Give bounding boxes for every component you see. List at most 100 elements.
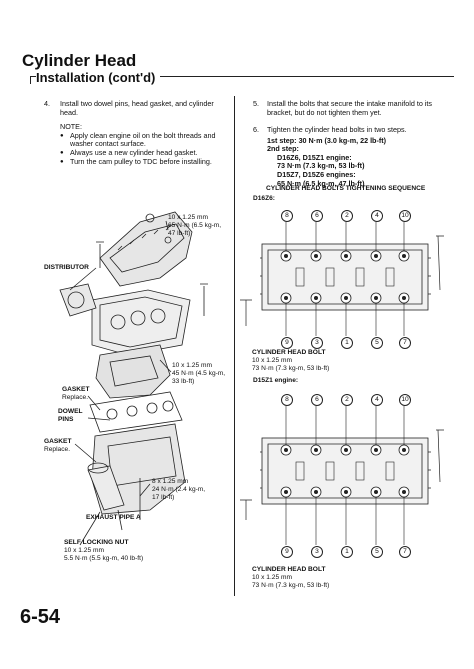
bolt-spec-line: 10 x 1.25 mm (252, 356, 292, 364)
head-bolt-center (314, 490, 318, 494)
exhaust-pipe-label: EXHAUST PIPE A (86, 514, 141, 521)
gasket-name: GASKET (62, 386, 90, 393)
head-bolt-center (402, 254, 406, 258)
head-bolt-center (284, 490, 288, 494)
sequence-number: 10 (399, 210, 411, 222)
head-bolt-center (402, 296, 406, 300)
dowel-pins-label: DOWEL PINS (58, 408, 83, 424)
first-step: 1st step: 30 N·m (3.0 kg-m, 22 lb-ft) (267, 135, 443, 146)
spec-line: 45 N·m (4.5 kg-m, (172, 369, 226, 377)
notes-list: Apply clean engine oil on the bolt threa… (60, 131, 228, 167)
dowel-line: DOWEL (58, 408, 83, 415)
bolt-spec-exhaust: 8 x 1.25 mm 24 N·m (2.4 kg-m, 17 lb-ft) (152, 478, 205, 501)
cam-journal (385, 461, 395, 481)
step-5-text: Install the bolts that secure the intake… (267, 99, 433, 117)
cam-journal (385, 267, 395, 287)
head-bolt-center (402, 448, 406, 452)
engines-b-value: 65 N·m (6.5 kg-m, 47 lb-ft) (277, 178, 365, 188)
sequence-number: 7 (399, 546, 411, 558)
engines-a-label: D16Z6, D15Z1 engine: (277, 152, 352, 162)
spec-line: 10 x 1.25 mm (168, 214, 208, 221)
subtitle-text: Installation (cont'd) (36, 70, 156, 85)
head-bolt-center (344, 490, 348, 494)
page-title: Cylinder Head (22, 51, 137, 70)
sequence-number: 10 (399, 394, 411, 406)
head-bolt-center (284, 296, 288, 300)
gasket-label-1: GASKET Replace. (62, 386, 89, 402)
sequence-number: 7 (399, 337, 411, 349)
first-step-value: 30 N·m (3.0 kg-m, 22 lb-ft) (298, 135, 387, 145)
bolt-spec-valve-cover: 10 x 1.25 mm 65 N·m (6.5 kg-m, 47 lb-ft) (168, 214, 221, 237)
sequence-number: 2 (341, 394, 353, 406)
head-bolt-center (314, 448, 318, 452)
column-divider (234, 96, 235, 596)
head-bolt-center (402, 490, 406, 494)
note-item: Turn the cam pulley to TDC before instal… (60, 157, 228, 167)
spec-line: 10 x 1.25 mm (172, 362, 212, 369)
note-item: Apply clean engine oil on the bolt threa… (60, 131, 228, 149)
step-4-number: 4. (44, 99, 50, 108)
bolt-spec-line: CYLINDER HEAD BOLT (252, 349, 326, 356)
cam-journal (325, 461, 335, 481)
head-bolt-center (344, 296, 348, 300)
engines-a-value: 73 N·m (7.3 kg-m, 53 lb-ft) (277, 161, 365, 171)
second-step-label: 2nd step: (267, 144, 299, 154)
header-rule-right (160, 76, 454, 78)
sequence-number: 8 (281, 394, 293, 406)
spec-line: 17 lb-ft) (152, 493, 175, 501)
bolt-spec-line: CYLINDER HEAD BOLT (252, 566, 326, 573)
head-bolt-center (314, 296, 318, 300)
bolt-spec-line: 73 N·m (7.3 kg-m, 53 lb-ft) (252, 581, 330, 589)
head-bolt-center (344, 448, 348, 452)
spec-line: 8 x 1.25 mm (152, 478, 189, 485)
spec-line: 24 N·m (2.4 kg-m, (152, 485, 206, 493)
sequence-number: 4 (371, 210, 383, 222)
head-bolt-center (374, 296, 378, 300)
engines-b-label: D15Z7, D15Z6 engines: (277, 169, 356, 179)
sequence-number: 3 (311, 337, 323, 349)
nut-line: SELF LOCKING NUT (64, 539, 129, 546)
sequence-number: 5 (371, 546, 383, 558)
sequence-number: 3 (311, 546, 323, 558)
head-bolt-center (374, 448, 378, 452)
cylinder-head-bolt-spec-1: CYLINDER HEAD BOLT 10 x 1.25 mm 73 N·m (… (252, 349, 329, 372)
cylinder-head-bolt-spec-2: CYLINDER HEAD BOLT 10 x 1.25 mm 73 N·m (… (252, 566, 329, 589)
nut-line: 5.5 N·m (5.5 kg-m, 40 lb-ft) (64, 554, 144, 562)
cam-journal (355, 267, 365, 287)
header-rule-tick (30, 76, 32, 84)
cam-journal (295, 461, 305, 481)
head-bolt-center (314, 254, 318, 258)
bolt-leader-1 (240, 299, 252, 326)
spec-line: 33 lb-ft) (172, 377, 195, 385)
gasket-note: Replace. (44, 445, 71, 453)
bolt-spec-head: 10 x 1.25 mm 45 N·m (4.5 kg-m, 33 lb-ft) (172, 362, 225, 385)
sequence-number: 9 (281, 337, 293, 349)
sequence-number: 6 (311, 394, 323, 406)
cam-journal (325, 267, 335, 287)
section-subtitle: Installation (cont'd) (36, 70, 155, 85)
sequence-title: CYLINDER HEAD BOLTS TIGHTENING SEQUENCE (266, 185, 426, 192)
head-bolt-center (344, 254, 348, 258)
gasket-label-2: GASKET Replace. (44, 438, 71, 454)
head-bolt-center (284, 254, 288, 258)
step-6-text: Tighten the cylinder head bolts in two s… (267, 125, 407, 134)
step-5-number: 5. (253, 99, 259, 108)
page-number: 6-54 (20, 606, 61, 628)
spec-line: 65 N·m (6.5 kg-m, (168, 221, 222, 229)
step-4-text: Install two dowel pins, head gasket, and… (60, 99, 214, 117)
first-step-label: 1st step: (267, 135, 297, 145)
step-4: 4. Install two dowel pins, head gasket, … (44, 99, 228, 167)
sequence-number: 1 (341, 337, 353, 349)
sequence-number: 2 (341, 210, 353, 222)
right-bolt-2 (436, 429, 444, 483)
header-rule-left (30, 76, 36, 78)
step-5: 5. Install the bolts that secure the int… (253, 99, 443, 117)
self-locking-nut-label: SELF LOCKING NUT 10 x 1.25 mm 5.5 N·m (5… (64, 539, 143, 562)
head-bolt-center (284, 448, 288, 452)
step-6-number: 6. (253, 125, 259, 134)
note-label: NOTE: (60, 122, 82, 132)
spec-line: 47 lb-ft) (168, 229, 191, 237)
nut-line: 10 x 1.25 mm (64, 546, 104, 554)
